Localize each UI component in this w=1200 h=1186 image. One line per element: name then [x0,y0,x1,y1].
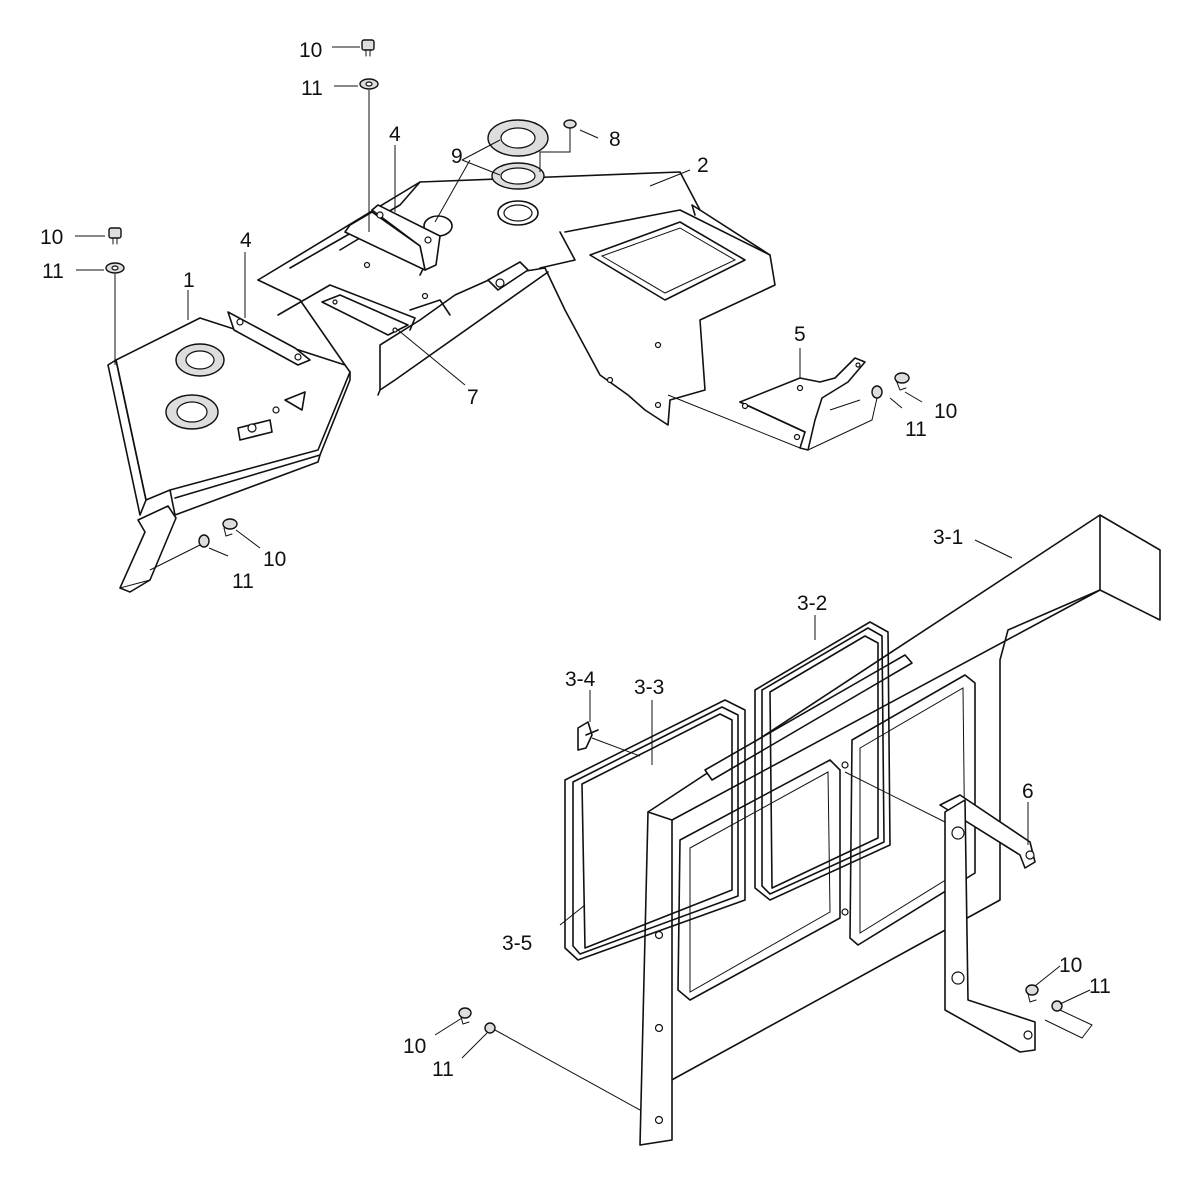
callout-3-4: 3-4 [565,668,596,691]
callout-10-leg: 10 [263,548,286,571]
part-1-left-console [107,317,351,593]
callout-10-lower-left: 10 [403,1035,426,1058]
callout-11-lower-right: 11 [1089,975,1111,998]
part-4-bracket-left [227,311,311,366]
callout-6: 6 [1022,780,1034,803]
part-6-stay-bracket [939,794,1036,1053]
washer-11-top [359,78,379,90]
callout-10-left: 10 [40,226,63,249]
washer-11-lower-left [484,1022,496,1034]
bolt-10-lower-right [1025,984,1039,1003]
callout-10-lower-right: 10 [1059,954,1082,977]
part-7-plate [321,294,409,336]
part-4-bracket-top [344,204,441,271]
callout-3-1: 3-1 [933,526,963,549]
part-3-2-rear-window-frame [754,621,891,901]
callout-1: 1 [183,269,195,292]
bolt-10-bracket5 [894,372,910,391]
bolt-10-lower-left [458,1007,472,1025]
washer-11-bracket5 [871,385,883,399]
part-3-1-rear-panel [639,514,1161,1146]
callout-7: 7 [467,386,479,409]
part-5-bracket [739,357,866,451]
callout-2: 2 [697,154,709,177]
callout-8: 8 [609,128,621,151]
bolt-10-top [361,39,375,57]
bolt-10-leg [222,518,238,537]
part-3-3-left-window-frame [564,699,746,961]
part-3-4-clip [577,721,599,751]
callout-11-bracket5: 11 [905,418,927,441]
callout-3-5: 3-5 [502,932,532,955]
callout-3-3: 3-3 [634,676,664,699]
callout-4-left: 4 [240,229,252,252]
callout-3-2: 3-2 [797,592,827,615]
callout-10-bracket5: 10 [934,400,957,423]
callout-5: 5 [794,323,806,346]
part-9-grommets [487,119,549,190]
callout-labels: 10 11 10 11 1 4 4 9 8 2 7 5 10 11 10 11 … [40,39,1111,1081]
washer-11-lower-right [1051,1000,1063,1012]
washer-11-leg [198,534,210,548]
callout-9: 9 [451,145,463,168]
bolt-10-left [108,227,122,245]
leader-lines [75,46,1093,1111]
callout-11-top: 11 [301,77,323,100]
screw-8 [563,119,577,135]
washer-11-left [105,262,125,274]
callout-4-top: 4 [389,123,401,146]
callout-11-leg: 11 [232,570,254,593]
callout-11-lower-left: 11 [432,1058,454,1081]
callout-10-top: 10 [299,39,322,62]
callout-11-left: 11 [42,260,64,283]
